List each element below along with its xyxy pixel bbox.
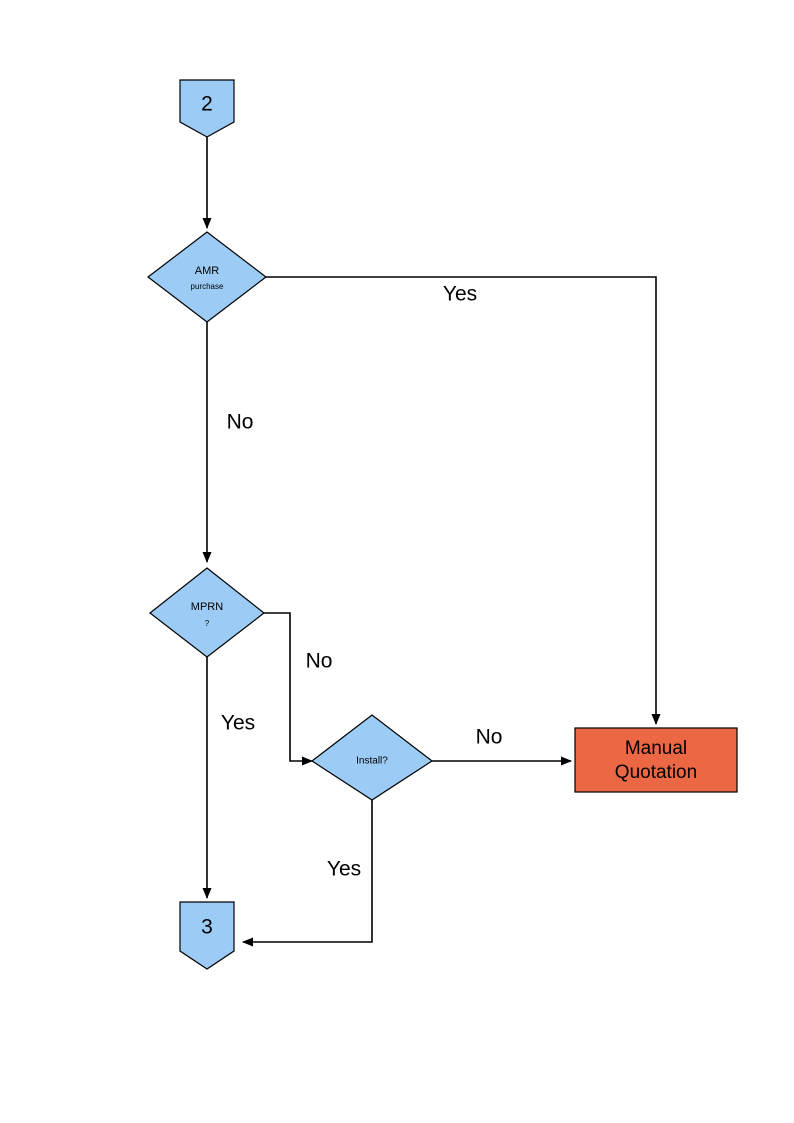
node-label-connector-start: 2: [201, 93, 213, 116]
edge-label-install-yes: Yes: [327, 858, 361, 881]
edge-line: [264, 612, 313, 766]
node-mprn[interactable]: MPRN ?: [149, 567, 265, 658]
pentagon-connector-shape: [179, 79, 235, 138]
node-manual-quotation[interactable]: Manual Quotation: [574, 727, 738, 793]
process-box-shape: [574, 727, 738, 793]
node-install[interactable]: Install?: [310, 714, 434, 801]
node-label-install: Install?: [356, 756, 388, 767]
node-label-amr-purchase-line1: AMR: [195, 265, 220, 277]
node-connector-start[interactable]: 2: [179, 79, 235, 138]
edge-mprn-yes: Yes: [202, 657, 255, 899]
edge-label-amr-no: No: [227, 411, 254, 434]
node-label-mprn-line2: ?: [205, 619, 210, 628]
edge-install-yes: Yes: [242, 800, 373, 947]
decision-diamond-shape: [149, 567, 265, 658]
node-label-mprn-line1: MPRN: [191, 601, 223, 613]
edge-label-mprn-yes: Yes: [221, 712, 255, 735]
edge-label-mprn-no: No: [306, 650, 333, 673]
node-label-manual-quotation-line2: Quotation: [615, 762, 697, 783]
node-amr-purchase[interactable]: AMR purchase: [147, 231, 267, 323]
node-connector-end[interactable]: 3: [179, 901, 235, 970]
edge-mprn-no: No: [264, 612, 333, 766]
decision-diamond-shape: [310, 714, 434, 801]
edge-install-no: No: [432, 726, 572, 766]
node-label-connector-end: 3: [201, 916, 213, 939]
edge-line: [242, 800, 373, 947]
edge-amr-yes: Yes: [266, 276, 661, 725]
edge-label-install-no: No: [476, 726, 503, 749]
decision-diamond-shape: [147, 231, 267, 323]
node-label-amr-purchase-line2: purchase: [191, 282, 224, 291]
edge-line: [266, 276, 661, 725]
pentagon-connector-shape: [179, 901, 235, 970]
edge-label-amr-yes: Yes: [443, 283, 477, 306]
edge-amr-no: No: [202, 322, 254, 563]
node-label-manual-quotation-line1: Manual: [625, 738, 687, 759]
